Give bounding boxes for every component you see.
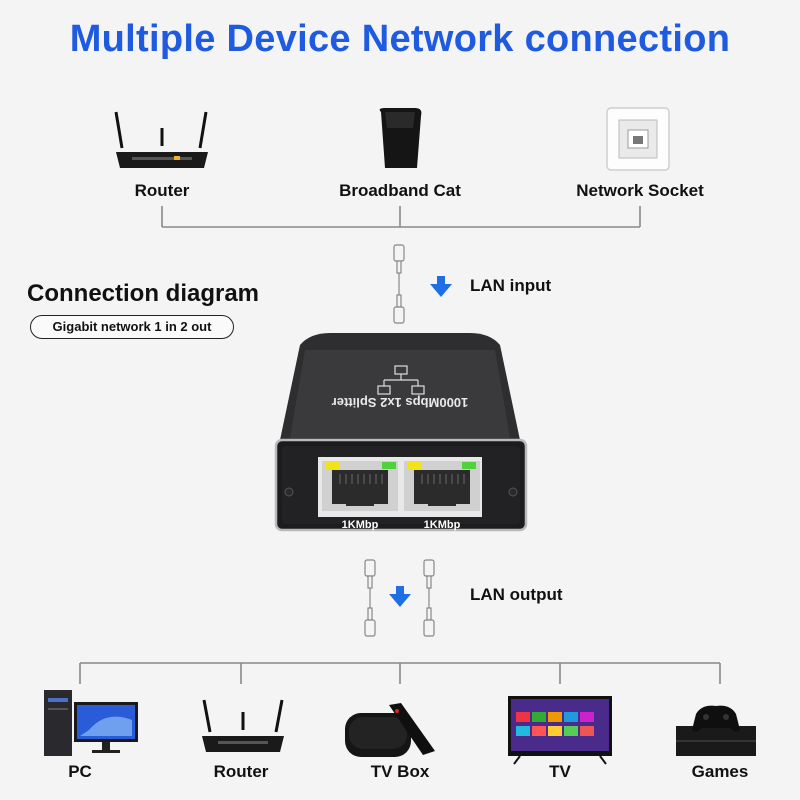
ethernet-cable-icon [393,244,405,324]
device-label-pc: PC [68,762,92,781]
ethernet-cable-icon [423,559,435,637]
splitter-device-icon [274,333,528,532]
device-label-tv-box: TV Box [370,762,430,781]
device-label-network-socket: Network Socket [576,181,704,200]
down-arrow-icon [430,276,452,297]
down-arrow-icon [389,586,411,607]
tv-icon [508,696,612,765]
ethernet-cable-icon [364,559,376,637]
lan-output-label: LAN output [470,585,563,604]
device-label-router: Router [134,181,190,200]
port-label: 1KMbp [423,519,461,531]
device-label-router: Router [213,762,269,781]
router-icon [202,699,284,752]
router-icon [114,111,208,168]
device-label-tv: TV [549,762,571,781]
port-label: 1KMbp [341,519,379,531]
modem-icon [379,108,422,168]
wall-socket-icon [606,107,670,171]
lan-input-label: LAN input [470,276,552,295]
device-label-broadband-cat: Broadband Cat [339,181,461,200]
gigabit-badge: Gigabit network 1 in 2 out [30,315,234,339]
game-console-icon [676,705,756,756]
top-connector-lines [161,206,641,228]
connection-diagram-title: Connection diagram [27,280,260,307]
device-label-games: Games [691,762,749,781]
tv-box-icon [345,703,435,757]
splitter-model-text: 1000Mbps 1x2 Splitter [331,395,469,410]
bottom-connector-lines [79,662,721,684]
page-title: Multiple Device Network connection [69,18,731,60]
pc-icon [44,690,138,756]
